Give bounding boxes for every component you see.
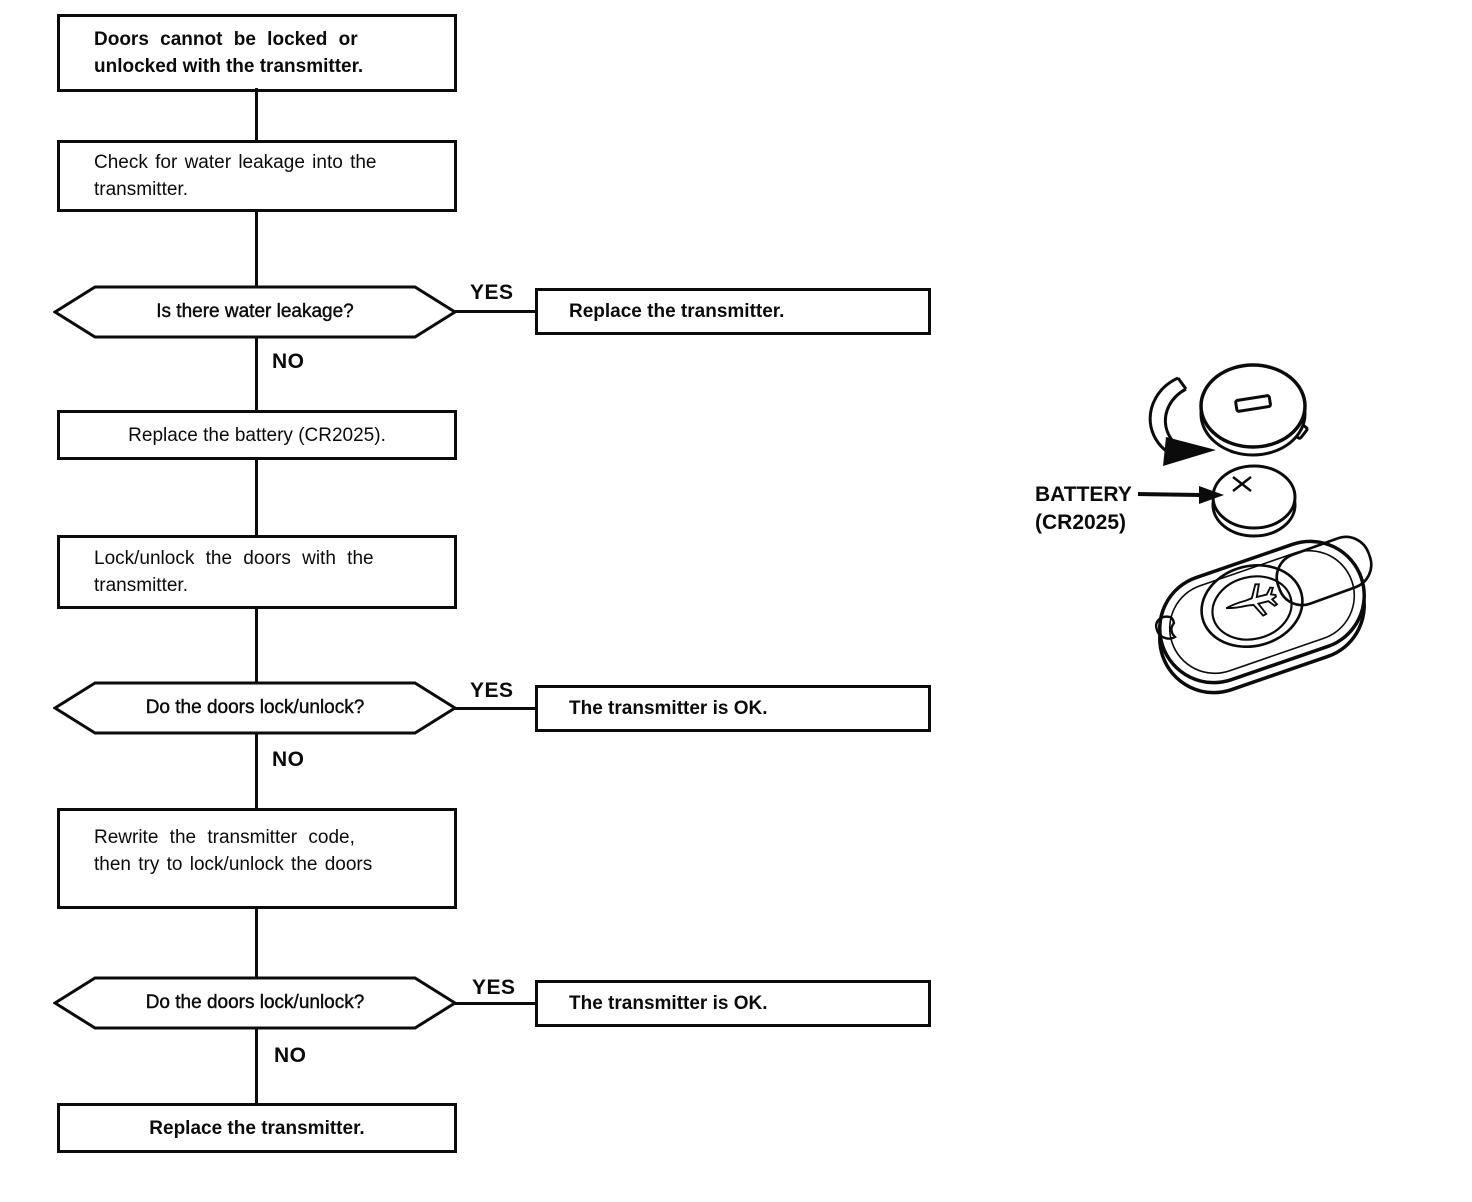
rotation-arrow-icon	[1148, 376, 1216, 466]
edge-label-yes-2: YES	[470, 679, 514, 702]
flow-node-transmitter-ok-1-label: The transmitter is OK.	[569, 698, 768, 719]
connector-check-to-decision1	[255, 210, 258, 288]
flow-node-replace-battery-label: Replace the battery (CR2025).	[128, 424, 386, 446]
flow-node-rewrite-code-label: Rewrite the transmitter code, then try t…	[94, 827, 373, 875]
fob-main-button	[1275, 535, 1373, 607]
flow-node-problem-label: Doors cannot be locked or unlocked with …	[94, 29, 364, 77]
connector-yes3	[455, 1002, 537, 1005]
flow-node-problem: Doors cannot be locked or unlocked with …	[57, 14, 457, 92]
flow-decision-doors-lock-2-label: Do the doors lock/unlock?	[145, 992, 365, 1013]
transmitter-battery-illustration	[1137, 363, 1373, 695]
flow-decision-doors-lock-1: Do the doors lock/unlock?	[53, 680, 457, 736]
edge-label-no-2: NO	[272, 748, 305, 771]
flow-node-replace-transmitter-final-label: Replace the transmitter.	[149, 1117, 365, 1139]
flow-node-check-water: Check for water leakage into the transmi…	[57, 140, 457, 212]
airplane-logo-icon	[1225, 583, 1279, 617]
battery-illustration	[1211, 464, 1297, 538]
fob-face-contour	[1168, 549, 1356, 675]
battery-pointer-arrow	[1137, 486, 1224, 504]
connector-rewrite-to-decision3	[255, 907, 258, 977]
flow-node-transmitter-ok-1: The transmitter is OK.	[535, 685, 931, 732]
transmitter-illustration	[1155, 535, 1373, 695]
connector-problem-to-check	[255, 88, 258, 142]
edge-label-yes-3: YES	[472, 976, 516, 999]
flow-node-transmitter-ok-2-label: The transmitter is OK.	[569, 993, 768, 1014]
flow-decision-doors-lock-1-label: Do the doors lock/unlock?	[145, 697, 365, 718]
connector-lock-to-decision2	[255, 607, 258, 682]
flow-decision-doors-lock-2: Do the doors lock/unlock?	[53, 975, 457, 1031]
cover-slot	[1234, 394, 1272, 413]
flow-decision-water-leakage: Is there water leakage?	[53, 284, 457, 340]
connector-yes2	[455, 707, 537, 710]
connector-no2	[255, 734, 258, 810]
flow-node-lock-unlock-label: Lock/unlock the doors with the transmitt…	[94, 548, 374, 596]
flow-decision-water-leakage-label: Is there water leakage?	[156, 301, 354, 322]
flow-node-check-water-label: Check for water leakage into the transmi…	[94, 152, 377, 200]
flow-node-replace-battery: Replace the battery (CR2025).	[57, 410, 457, 460]
connector-no1	[255, 337, 258, 412]
edge-label-no-3: NO	[274, 1044, 307, 1067]
connector-battery-to-lock	[255, 458, 258, 537]
connector-no3	[255, 1029, 258, 1105]
edge-label-yes-1: YES	[470, 281, 514, 304]
flow-node-replace-transmitter-1-label: Replace the transmitter.	[569, 301, 785, 322]
fob-battery-recess-inner	[1211, 575, 1293, 641]
battery-cover-illustration	[1199, 363, 1309, 457]
flow-node-replace-transmitter-1: Replace the transmitter.	[535, 288, 931, 335]
battery-plus-mark	[1232, 476, 1252, 492]
edge-label-no-1: NO	[272, 350, 305, 373]
battery-callout-label: BATTERY (CR2025)	[1035, 483, 1132, 534]
flow-node-transmitter-ok-2: The transmitter is OK.	[535, 980, 931, 1027]
flow-node-rewrite-code: Rewrite the transmitter code, then try t…	[57, 808, 457, 909]
fob-battery-recess-outer	[1200, 563, 1304, 649]
flow-node-replace-transmitter-final: Replace the transmitter.	[57, 1103, 457, 1153]
connector-yes1	[455, 310, 537, 313]
flow-node-lock-unlock: Lock/unlock the doors with the transmitt…	[57, 535, 457, 609]
fob-small-button	[1155, 615, 1177, 640]
